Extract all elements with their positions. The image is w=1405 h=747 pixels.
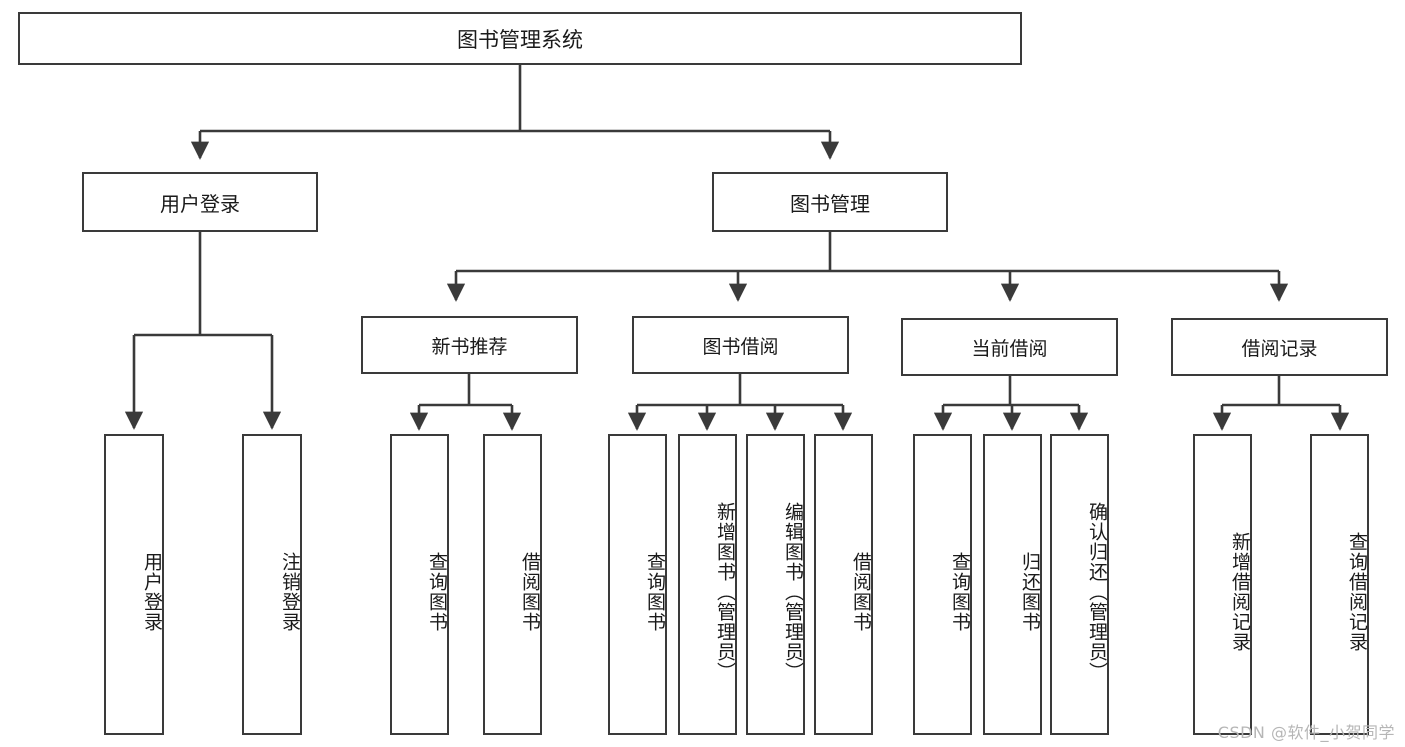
leaf-current-query-book[interactable]: 查询图书: [913, 434, 972, 735]
node-label: 借阅记录: [1241, 337, 1318, 360]
node-label: 查询借阅记录: [1346, 531, 1368, 652]
node-label: 注销登录: [279, 551, 301, 632]
node-label: 查询图书: [949, 551, 971, 632]
node-label: 图书管理: [790, 191, 870, 216]
leaf-recommend-borrow-book[interactable]: 借阅图书: [483, 434, 542, 735]
leaf-record-add-record[interactable]: 新增借阅记录: [1193, 434, 1252, 735]
leaf-user-login-login[interactable]: 用户登录: [104, 434, 164, 735]
node-label: 新增图书（管理员）: [714, 501, 736, 682]
node-label: 借阅图书: [850, 551, 872, 632]
node-label: 新增借阅记录: [1229, 531, 1251, 652]
node-label: 借阅图书: [519, 551, 541, 632]
leaf-recommend-query-book[interactable]: 查询图书: [390, 434, 449, 735]
leaf-record-query-record[interactable]: 查询借阅记录: [1310, 434, 1369, 735]
watermark-text: CSDN @软件_小贺同学: [1217, 723, 1395, 742]
leaf-borrow-edit-book-admin[interactable]: 编辑图书（管理员）: [746, 434, 805, 735]
node-root-system[interactable]: 图书管理系统: [18, 12, 1022, 65]
node-label: 确认归还（管理员）: [1086, 501, 1108, 682]
leaf-user-login-logout[interactable]: 注销登录: [242, 434, 302, 735]
node-book-management[interactable]: 图书管理: [712, 172, 948, 232]
node-new-book-recommend[interactable]: 新书推荐: [361, 316, 578, 374]
node-label: 编辑图书（管理员）: [782, 501, 804, 682]
node-label: 查询图书: [426, 551, 448, 632]
leaf-borrow-add-book-admin[interactable]: 新增图书（管理员）: [678, 434, 737, 735]
node-label: 图书借阅: [702, 335, 779, 358]
node-current-borrow[interactable]: 当前借阅: [901, 318, 1118, 376]
node-label: 用户登录: [160, 191, 240, 216]
node-label: 新书推荐: [431, 335, 508, 358]
node-borrow-record[interactable]: 借阅记录: [1171, 318, 1388, 376]
leaf-current-return-book[interactable]: 归还图书: [983, 434, 1042, 735]
node-label: 查询图书: [644, 551, 666, 632]
node-label: 当前借阅: [971, 337, 1048, 360]
leaf-borrow-query-book[interactable]: 查询图书: [608, 434, 667, 735]
node-label: 归还图书: [1019, 551, 1041, 632]
leaf-borrow-borrow-book[interactable]: 借阅图书: [814, 434, 873, 735]
node-label: 用户登录: [141, 551, 163, 632]
node-user-login[interactable]: 用户登录: [82, 172, 318, 232]
node-book-borrow[interactable]: 图书借阅: [632, 316, 849, 374]
leaf-current-confirm-return-admin[interactable]: 确认归还（管理员）: [1050, 434, 1109, 735]
node-label: 图书管理系统: [457, 27, 583, 52]
